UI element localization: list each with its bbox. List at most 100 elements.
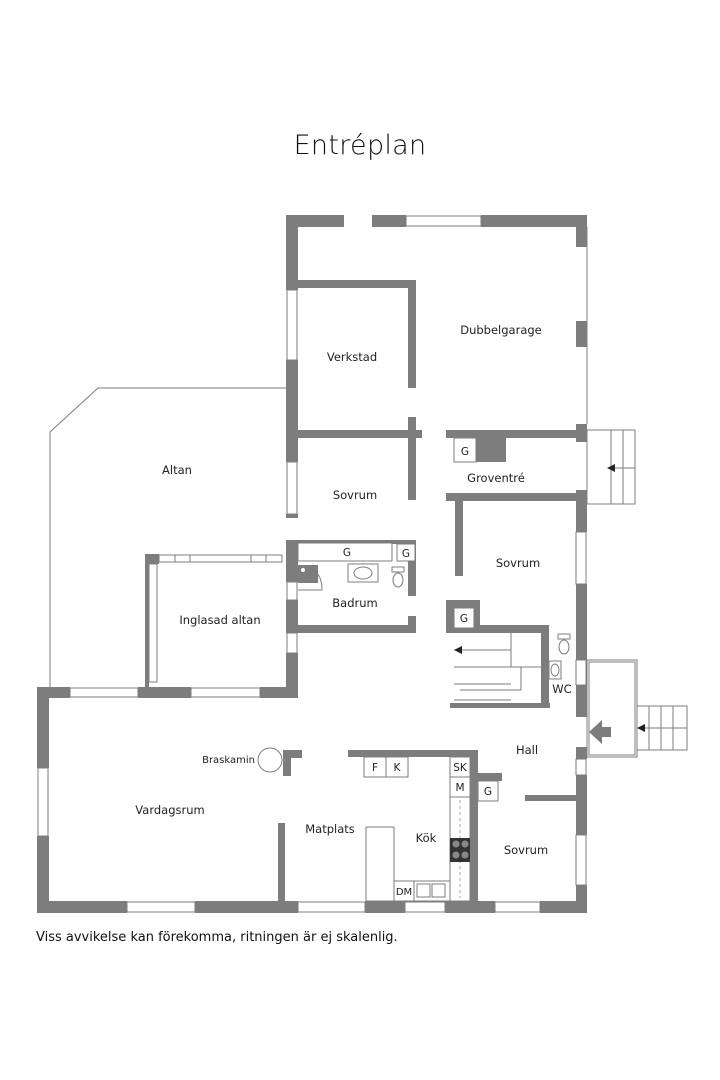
wall-groventre-top-a: [446, 430, 506, 438]
wall-verkstad-top: [298, 280, 416, 288]
wall-sovrum1-top: [298, 430, 422, 438]
wc-toilet-tank-icon: [557, 633, 571, 640]
entrance-landing-inner: [588, 661, 636, 756]
wall-living-left-a: [37, 687, 49, 768]
wall-right-f: [576, 747, 587, 759]
fixture-m: [449, 776, 471, 798]
room-dubbelgarage: Dubbelgarage: [460, 323, 542, 337]
window-glass-left: [148, 563, 158, 683]
fixture-g-bath-small-label: G: [402, 548, 410, 560]
wall-wing-left-f: [286, 653, 298, 697]
wall-stair-bottom: [450, 703, 550, 708]
fixture-dm: [393, 880, 415, 902]
wall-kitchen-stub: [478, 773, 502, 781]
wall-top-right: [481, 215, 587, 227]
stove-burner-4-icon: [461, 851, 469, 859]
entrance-arrow-icon: [589, 720, 611, 744]
wall-wing-left-a: [286, 215, 298, 290]
altan-outline: [49, 387, 286, 687]
room-kok: Kök: [416, 831, 437, 845]
fixture-dm-label: DM: [396, 887, 412, 898]
room-sovrum-1: Sovrum: [333, 488, 377, 502]
room-hall: Hall: [516, 743, 538, 757]
room-wc: WC: [552, 682, 571, 696]
room-sovrum-3: Sovrum: [504, 843, 548, 857]
wall-groventre-pier: [476, 438, 506, 462]
wall-hall-sovrum3: [525, 795, 580, 801]
wall-living-top-a: [37, 687, 70, 698]
window-glass-top-2: [189, 554, 252, 563]
fixture-g-stair: [453, 607, 475, 629]
room-braskamin: Braskamin: [202, 755, 255, 766]
wall-bath-top: [298, 540, 416, 544]
wall-bath-right: [408, 540, 416, 596]
wall-bath-bottom-right: [408, 616, 416, 633]
window-sovrum-3-bottom: [494, 901, 541, 913]
disclaimer-note: Viss avvikelse kan förekomma, ritningen …: [36, 930, 398, 945]
fixture-g-stair-label: G: [460, 613, 468, 625]
fixture-g-bath-small: [396, 543, 416, 562]
wall-right-garage-pier: [576, 321, 587, 347]
bath-toilet-icon: [392, 572, 404, 588]
fixture-freezer-label: K: [394, 762, 402, 774]
wall-stair-g-right: [474, 600, 480, 633]
stove-burner-3-icon: [452, 851, 460, 859]
window-vardagsrum-left: [37, 767, 49, 837]
stair-arrow-head-icon: [454, 646, 462, 654]
room-matplats: Matplats: [305, 822, 355, 836]
wall-stair-g-pier: [454, 600, 480, 608]
wall-right-a: [576, 215, 587, 247]
braskamin-icon: [257, 747, 283, 773]
fixture-g-bath-cabinet-label: G: [343, 547, 351, 559]
bath-toilet-tank-icon: [391, 566, 405, 573]
fixture-g-hall-label: G: [484, 786, 492, 798]
wc-toilet-icon: [558, 639, 570, 655]
wall-wing-left-e: [286, 600, 298, 633]
wall-glass-left: [145, 564, 149, 687]
room-altan: Altan: [162, 463, 192, 477]
window-matplats: [297, 901, 366, 913]
wall-sovrum1-right-top: [408, 417, 416, 438]
shower-head-icon: [300, 567, 306, 573]
room-vardagsrum: Vardagsrum: [135, 803, 204, 817]
stove-burner-1-icon: [452, 840, 460, 848]
wall-kitchen-top: [348, 750, 476, 757]
stair-direction-arrow: [460, 667, 522, 691]
kitchen-island: [365, 826, 395, 902]
wall-bottom-b: [195, 901, 298, 913]
wall-right-c: [576, 490, 587, 532]
wall-glass-tl: [145, 554, 159, 564]
wall-living-left-b: [37, 836, 49, 913]
wall-wing-left-b: [286, 360, 298, 462]
window-verkstad: [286, 289, 298, 361]
window-sovrum-3: [575, 834, 587, 886]
room-groventre: Groventré: [467, 471, 525, 485]
wall-living-top-b: [138, 687, 191, 698]
window-top: [405, 215, 482, 227]
window-kok: [404, 901, 446, 913]
wc-sink-bowl-icon: [550, 663, 560, 677]
wall-top-left: [286, 215, 344, 227]
wall-bottom-c: [365, 901, 405, 913]
entrance-step-arrow-icon: [637, 724, 645, 732]
room-sovrum-2: Sovrum: [496, 556, 540, 570]
wall-groventre-top-b: [506, 430, 582, 438]
wall-braskamin-b: [283, 758, 291, 776]
window-hall-left: [286, 632, 298, 654]
window-wc: [575, 659, 587, 686]
wall-right-h: [576, 885, 587, 913]
room-badrum: Badrum: [332, 596, 377, 610]
fixture-fridge-label: F: [372, 762, 378, 774]
page-title: Entréplan: [293, 130, 427, 161]
wall-wing-left-d: [286, 540, 298, 582]
wall-bath-bottom: [298, 625, 416, 633]
wall-top-mid: [372, 215, 406, 227]
window-living-top-2: [190, 687, 261, 698]
shower-icon: [297, 565, 323, 591]
window-vardagsrum-bottom: [126, 901, 196, 913]
fixture-sk-label: SK: [453, 762, 468, 774]
kitchen-sink-left-icon: [416, 883, 431, 898]
kitchen-sink-right-icon: [431, 883, 446, 898]
wall-bottom-a: [37, 901, 127, 913]
